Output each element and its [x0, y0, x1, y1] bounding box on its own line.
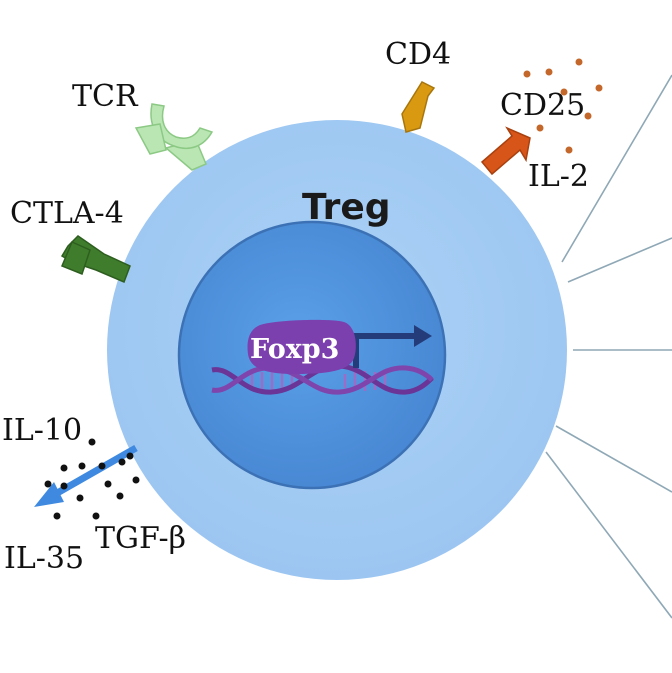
- il2-particles: [523, 58, 603, 154]
- foxp3-label: Foxp3: [250, 334, 339, 365]
- transcription-arrow: [353, 325, 432, 368]
- il2-label: IL-2: [528, 159, 589, 194]
- ctla4-receptor: [60, 235, 131, 283]
- treg-label: Treg: [302, 187, 391, 228]
- foxp3-protein: [247, 319, 356, 374]
- tgfb-label: TGF-β: [95, 521, 186, 556]
- il10-label: IL-10: [2, 413, 82, 448]
- il35-label: IL-35: [4, 541, 84, 576]
- radiating-lines: [545, 74, 672, 619]
- cd25-receptor: [480, 126, 531, 176]
- tcr-receptor: [134, 103, 214, 171]
- ctla4-label: CTLA-4: [10, 196, 124, 231]
- cd4-receptor: [401, 81, 436, 133]
- tcr-label: TCR: [72, 79, 139, 114]
- cd25-label: CD25: [500, 88, 585, 123]
- cd4-label: CD4: [385, 37, 451, 72]
- cytokine-particles: [44, 438, 140, 520]
